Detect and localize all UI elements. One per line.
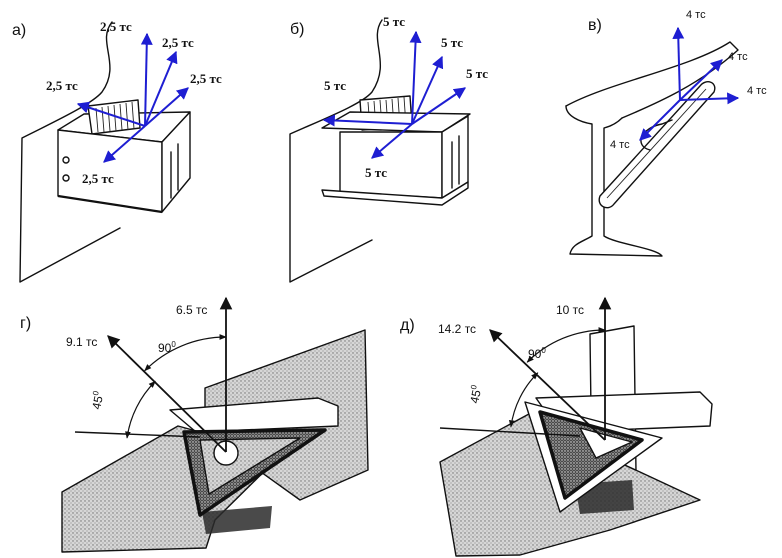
panel-label-v: в) (588, 17, 602, 34)
bolt-hole (62, 156, 70, 164)
horizontal-reference-line-d (439, 427, 581, 437)
load-arrow-b-bottom (371, 123, 413, 159)
load-arrow-v-upper-right (679, 59, 723, 101)
load-label-a-bottom: 2,5 тс (82, 171, 114, 186)
load-arrow-a-top (140, 32, 153, 127)
load-arrow-b-top (409, 30, 422, 125)
angle-label-45-d: 450 (466, 384, 484, 405)
load-label-a-top: 2,5 тс (100, 19, 132, 34)
side-stiffener-lines-a (170, 143, 179, 199)
i-beam-profile (565, 105, 663, 257)
load-label-b-top: 5 тс (383, 14, 405, 29)
load-label-v-top: 4 тс (686, 9, 706, 21)
panel-label-d: д) (400, 317, 415, 334)
bracket-bottom-flange-b (321, 181, 469, 206)
bolt-hole (62, 174, 70, 182)
inclined-load-label-g: 9.1 тс (66, 335, 97, 349)
gusset-hole-d (579, 427, 633, 459)
panel-label-b: б) (290, 21, 305, 38)
load-label-v-right: 4 тс (747, 85, 767, 97)
angle-arc-90-g (144, 334, 227, 372)
panel-g: г) 6.5 тс 9.1 тс 900 450 (20, 296, 369, 553)
load-label-a-left: 2,5 тс (46, 78, 78, 93)
angle-arc-45-d (508, 372, 539, 428)
load-arrow-v-right (679, 92, 740, 105)
bracket-top-flange-b (321, 111, 471, 133)
inclined-load-arrow-g (107, 335, 227, 453)
load-arrow-b-left (322, 114, 413, 127)
panel-b: б) 5 тс 5 тс 5 тс 5 тс 5 тс (289, 14, 488, 283)
angle-label-90-d: 900 (528, 346, 546, 361)
panel-label-a: а) (12, 22, 26, 39)
panel-d: д) 10 тс 14.2 тс 900 450 (400, 296, 713, 557)
load-label-v-lower-left: 4 тс (610, 139, 630, 151)
bent-strip-v (598, 81, 716, 209)
load-label-a-right: 2,5 тс (190, 71, 222, 86)
wall-plate-b (289, 19, 383, 283)
vertical-load-label-d: 10 тс (556, 303, 584, 317)
load-label-b-right: 5 тс (466, 66, 488, 81)
panel-v: в) 4 тс 4 тс 4 тс 4 тс (565, 9, 767, 257)
angle-label-90-g: 900 (158, 340, 176, 355)
load-arrow-a-left (76, 101, 146, 127)
load-arrow-v-top (672, 26, 685, 101)
load-arrow-b-upper-right (411, 55, 444, 125)
load-label-b-upper-right: 5 тс (441, 35, 463, 50)
bracket-bottom-edge-a (57, 194, 163, 214)
bent-strip-inner-edge (606, 88, 707, 199)
bracket-side-face-a (161, 111, 191, 213)
deck-plate-v (565, 41, 739, 119)
panel-a: а) 2,5 тс 2,5 тс 2,5 тс 2,5 тс 2,5 тс (12, 19, 222, 283)
side-stiffener-lines-b (451, 135, 460, 189)
shelf-plate-g (169, 397, 339, 433)
panel-label-g: г) (20, 315, 31, 332)
vertical-load-label-g: 6.5 тс (176, 303, 207, 317)
angle-label-45-g: 450 (88, 390, 106, 411)
back-plate-hatching-a (95, 101, 135, 133)
load-arrow-v-lower-left (639, 99, 681, 141)
bracket-back-plate-a (87, 99, 141, 135)
shadow-g (202, 506, 272, 534)
inclined-load-arrow-d (489, 329, 606, 441)
load-arrow-a-bottom (103, 125, 146, 163)
load-label-b-bottom: 5 тс (365, 165, 387, 180)
angle-arc-90-d (526, 327, 606, 363)
load-arrow-b-right (411, 87, 466, 125)
load-label-a-upper-right: 2,5 тс (162, 35, 194, 50)
wall-plate-a (19, 21, 121, 283)
inclined-load-label-d: 14.2 тс (438, 322, 476, 336)
angle-arc-45-g (125, 380, 156, 439)
load-arrow-a-right (144, 87, 189, 127)
load-arrow-a-upper-right (144, 50, 178, 127)
load-label-v-upper-right: 4 тс (728, 51, 748, 63)
load-label-b-left: 5 тс (324, 78, 346, 93)
